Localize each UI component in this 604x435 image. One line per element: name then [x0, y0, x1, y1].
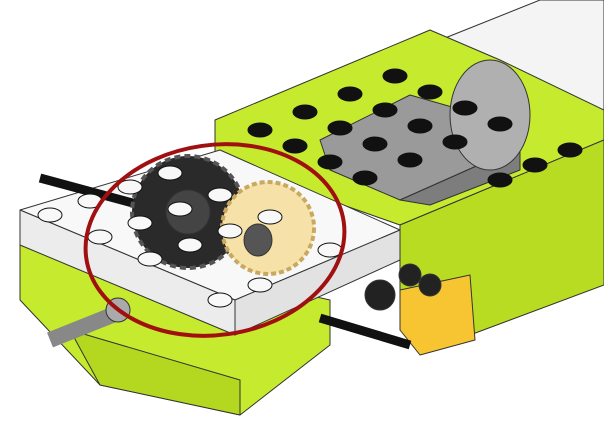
stud	[217, 223, 243, 239]
stud	[167, 201, 193, 217]
studs	[37, 68, 583, 308]
stud	[117, 179, 143, 195]
stud	[397, 152, 423, 168]
stud	[522, 157, 548, 173]
black-axle-bottom	[318, 313, 412, 350]
stud	[317, 242, 343, 258]
stud	[407, 118, 433, 134]
stud	[282, 138, 308, 154]
stud	[317, 154, 343, 170]
stud	[137, 251, 163, 267]
white-plate-side	[234, 229, 401, 336]
black-axle-top	[38, 173, 142, 210]
stud	[37, 207, 63, 223]
stud	[417, 84, 443, 100]
stud	[247, 122, 273, 138]
stud	[337, 86, 363, 102]
stud	[127, 215, 153, 231]
lime-front-face	[69, 329, 241, 416]
highlight-ellipse	[83, 142, 347, 338]
stud	[362, 136, 388, 152]
stud	[442, 134, 468, 150]
tan-gear	[220, 180, 316, 276]
stud	[257, 209, 283, 225]
stud	[247, 277, 273, 293]
stud	[157, 165, 183, 181]
stud	[372, 102, 398, 118]
yellow-brick	[399, 274, 476, 356]
stud	[487, 172, 513, 188]
motor-round-end	[449, 59, 531, 171]
stud	[87, 229, 113, 245]
stud	[292, 104, 318, 120]
stud	[352, 170, 378, 186]
stud	[487, 116, 513, 132]
stud	[382, 68, 408, 84]
stud	[207, 187, 233, 203]
stud	[177, 237, 203, 253]
stud	[207, 292, 233, 308]
stud	[327, 120, 353, 136]
black-pins	[364, 263, 442, 311]
stud	[557, 142, 583, 158]
stud	[452, 100, 478, 116]
